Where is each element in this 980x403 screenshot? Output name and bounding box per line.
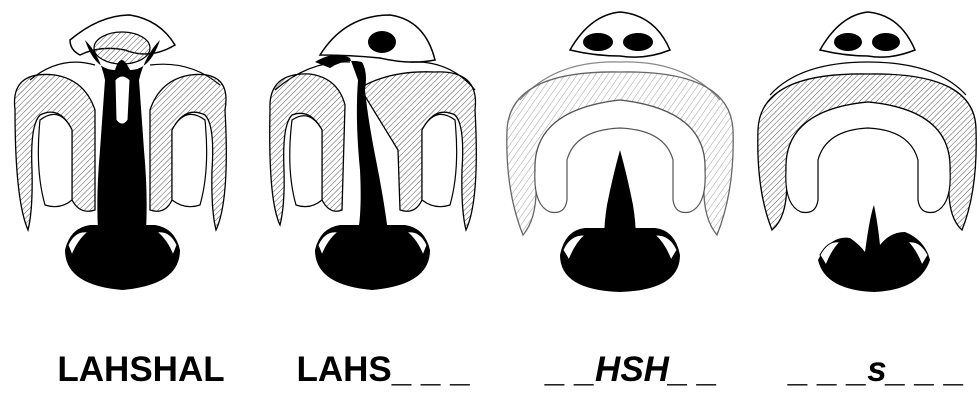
palate-diagram-soft-palate: [740, 0, 980, 320]
palate-diagram-complete-bilateral: [0, 0, 245, 320]
label-complete-bilateral: LAHSHAL: [57, 350, 224, 390]
palate-diagram-hard-soft: [495, 0, 740, 320]
label-complete-unilateral: LAHS_ _ _: [296, 350, 469, 390]
label-soft-palate: _ _ _s_ _ _: [789, 350, 964, 390]
palate-diagram-complete-unilateral: [250, 0, 495, 320]
label-hard-soft-palate: _ _HSH_ _: [546, 350, 717, 390]
